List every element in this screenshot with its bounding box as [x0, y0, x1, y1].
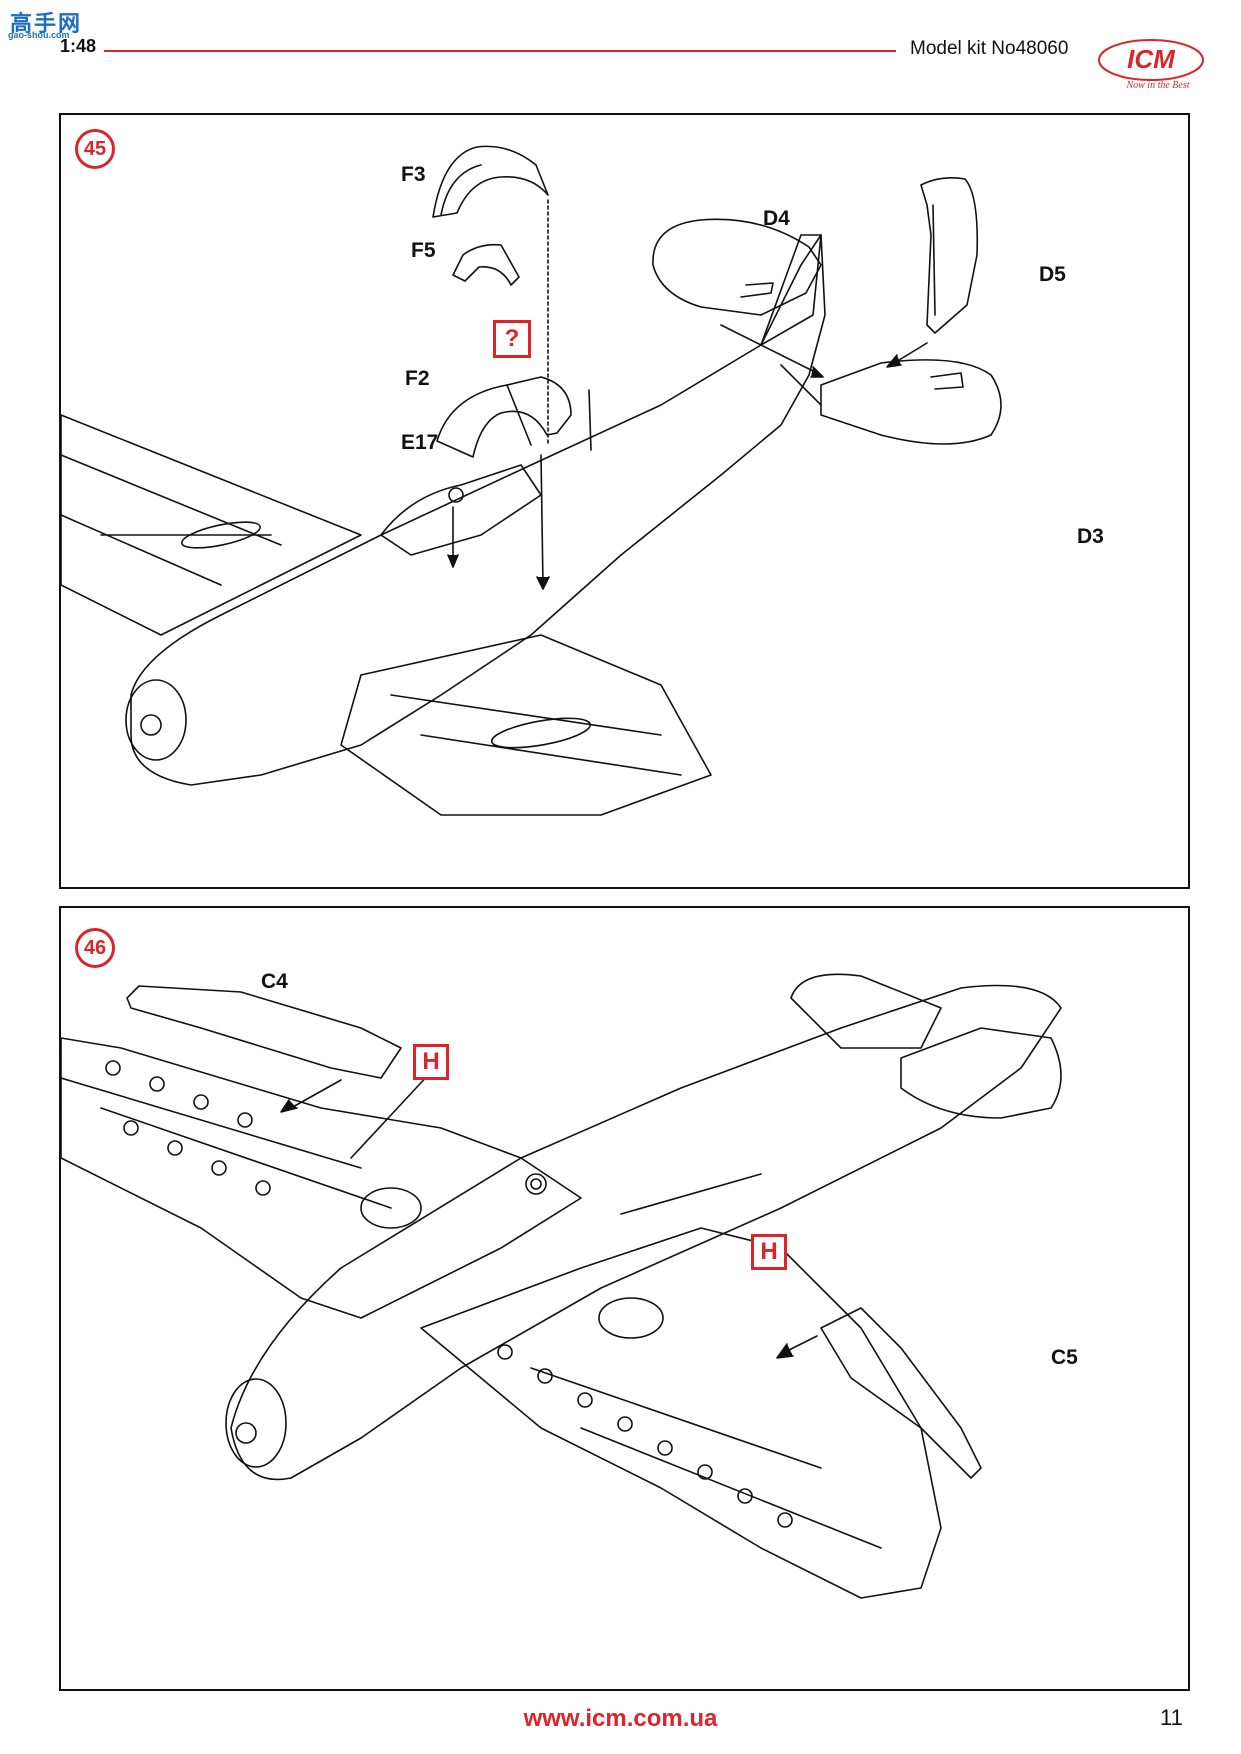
- paint-marker-h-left: H: [413, 1044, 449, 1080]
- kit-number: Model kit No48060: [910, 38, 1069, 59]
- aircraft-left-wing-underside: [61, 1037, 582, 1319]
- label-d5: D5: [1039, 263, 1066, 286]
- step-45-drawing: [61, 145, 1002, 816]
- header-rule: [104, 50, 896, 52]
- label-e17: E17: [401, 431, 439, 454]
- step-46-panel: 46 C4 H H C5: [59, 906, 1190, 1691]
- page-number: 11: [1160, 1705, 1183, 1730]
- part-c4-flap: [126, 985, 402, 1079]
- part-d3-tailplane: [820, 359, 1002, 445]
- choice-marker: ?: [493, 320, 531, 358]
- aircraft-fuselage: [130, 234, 826, 786]
- label-d3: D3: [1077, 525, 1104, 548]
- label-f5: F5: [411, 239, 436, 262]
- paint-marker-h-right: H: [751, 1234, 787, 1270]
- scale-label: 1:48: [60, 36, 97, 56]
- aircraft-left-wing: [61, 414, 362, 636]
- label-c5: C5: [1051, 1346, 1078, 1369]
- aircraft-right-wing: [340, 634, 712, 816]
- aircraft-right-wing-underside: [420, 1227, 942, 1599]
- label-f3: F3: [401, 163, 426, 186]
- part-c5-flap: [820, 1307, 982, 1479]
- label-d4: D4: [763, 207, 790, 230]
- watermark-text: 高手网: [10, 11, 83, 36]
- part-f2-canopy: [436, 376, 572, 458]
- part-f5-windscreen: [452, 243, 520, 286]
- part-d4-tailplane: [652, 218, 822, 316]
- step-number-45: 45: [75, 129, 115, 169]
- logo-slogan: Now in the Best: [1125, 80, 1189, 91]
- aircraft-fuselage-underside: [230, 984, 1062, 1481]
- icm-logo: ICM Now in the Best: [1096, 36, 1206, 92]
- step-number-46: 46: [75, 928, 115, 968]
- logo-text: ICM: [1127, 44, 1176, 74]
- aircraft-tailplane-upper: [790, 973, 942, 1049]
- aircraft-tailplane-lower: [900, 1027, 1062, 1119]
- footer-url[interactable]: www.icm.com.ua: [523, 1705, 718, 1732]
- part-f3-canopy: [432, 145, 549, 218]
- part-d5-rudder: [920, 177, 979, 334]
- label-c4: C4: [261, 970, 288, 993]
- step-45-panel: 45 F3 F5 ? F2 E17 D4 D5 D3: [59, 113, 1190, 889]
- watermark-url: gao-shou.com: [8, 30, 70, 40]
- step-46-drawing: [61, 973, 1062, 1599]
- label-f2: F2: [405, 367, 430, 390]
